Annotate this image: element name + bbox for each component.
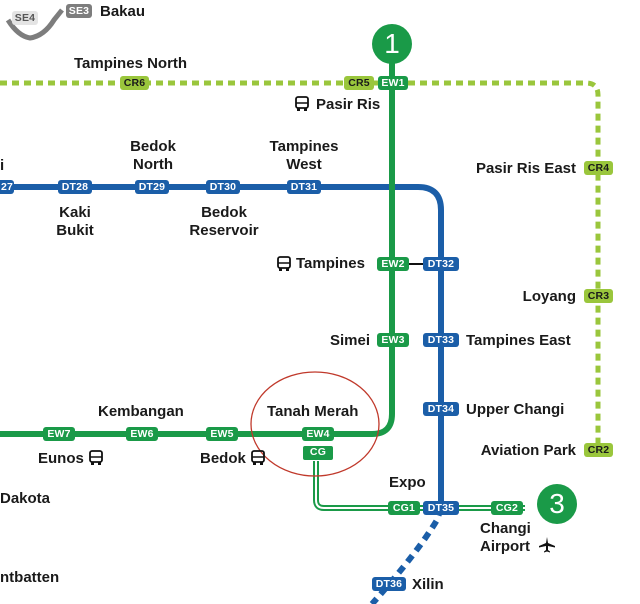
- station-name-tampines[interactable]: Tampines: [296, 255, 365, 272]
- cg-branch-inner: [315, 460, 525, 509]
- dt-line-extension: [369, 507, 444, 604]
- station-name-mountbatten[interactable]: ntbatten: [0, 569, 60, 586]
- station-code-cr6[interactable]: CR6: [120, 76, 149, 90]
- station-code-cr4[interactable]: CR4: [584, 161, 613, 175]
- bus-icon: [88, 450, 104, 471]
- line-3-marker: 3: [537, 484, 577, 524]
- station-code-dt27[interactable]: 27: [0, 180, 14, 194]
- station-code-cr5[interactable]: CR5: [344, 76, 374, 90]
- station-code-cg1[interactable]: CG1: [388, 501, 420, 515]
- station-name-tampines-west-1[interactable]: Tampines: [269, 138, 339, 155]
- dt-line: [0, 184, 444, 508]
- station-name-partial[interactable]: i: [0, 157, 5, 174]
- station-name-eunos[interactable]: Eunos: [38, 450, 84, 467]
- station-name-xilin[interactable]: Xilin: [412, 576, 444, 593]
- station-code-dt31[interactable]: DT31: [287, 180, 321, 194]
- station-code-cr2[interactable]: CR2: [584, 443, 613, 457]
- station-name-bakau[interactable]: Bakau: [100, 3, 146, 20]
- station-code-ew1[interactable]: EW1: [378, 76, 408, 90]
- station-name-simei[interactable]: Simei: [329, 332, 370, 349]
- bus-icon: [294, 96, 310, 117]
- cr-line: [0, 80, 601, 450]
- station-code-dt33[interactable]: DT33: [423, 333, 459, 347]
- station-name-upper-changi[interactable]: Upper Changi: [466, 401, 565, 418]
- station-name-aviation-park[interactable]: Aviation Park: [480, 442, 576, 459]
- station-name-bedok-north-1[interactable]: Bedok: [130, 138, 176, 155]
- station-code-ew4[interactable]: EW4: [302, 427, 334, 441]
- tanah-merah-highlight-circle: [250, 371, 380, 477]
- line-1-marker: 1: [372, 24, 412, 64]
- station-name-kaki-bukit-1[interactable]: Kaki: [59, 204, 91, 221]
- station-name-tampines-north[interactable]: Tampines North: [74, 55, 188, 72]
- station-code-ew2[interactable]: EW2: [377, 257, 409, 271]
- station-name-tampines-west-2[interactable]: West: [286, 156, 322, 173]
- station-name-kembangan[interactable]: Kembangan: [98, 403, 184, 420]
- station-name-bedok[interactable]: Bedok: [200, 450, 246, 467]
- station-code-cr3[interactable]: CR3: [584, 289, 613, 303]
- station-code-dt36[interactable]: DT36: [372, 577, 406, 591]
- station-name-pasir-ris[interactable]: Pasir Ris: [316, 96, 381, 113]
- station-code-ew3[interactable]: EW3: [377, 333, 409, 347]
- station-code-dt34[interactable]: DT34: [423, 402, 459, 416]
- station-name-bedok-reservoir-1[interactable]: Bedok: [201, 204, 247, 221]
- bus-icon: [250, 450, 266, 471]
- station-code-cg[interactable]: CG: [302, 445, 334, 461]
- station-name-kaki-bukit-2[interactable]: Bukit: [56, 222, 94, 239]
- station-name-changi-airport-2[interactable]: Airport: [480, 538, 530, 555]
- station-code-cg2[interactable]: CG2: [491, 501, 523, 515]
- station-code-ew5[interactable]: EW5: [206, 427, 238, 441]
- station-code-dt29[interactable]: DT29: [135, 180, 169, 194]
- station-name-loyang[interactable]: Loyang: [522, 288, 576, 305]
- station-code-ew7[interactable]: EW7: [43, 427, 75, 441]
- station-name-changi-airport-1[interactable]: Changi: [480, 520, 531, 537]
- station-name-bedok-reservoir-2[interactable]: Reservoir: [189, 222, 259, 239]
- station-code-dt32[interactable]: DT32: [423, 257, 459, 271]
- station-code-ew6[interactable]: EW6: [126, 427, 158, 441]
- station-name-expo[interactable]: Expo: [389, 474, 426, 491]
- station-code-se3[interactable]: SE3: [66, 4, 92, 18]
- station-code-dt30[interactable]: DT30: [206, 180, 240, 194]
- ew-line: [0, 48, 395, 437]
- station-name-dakota[interactable]: Dakota: [0, 490, 51, 507]
- se-lrt-line: [5, 8, 64, 41]
- station-code-dt35[interactable]: DT35: [423, 501, 459, 515]
- airplane-icon: [538, 536, 556, 559]
- station-name-pasir-ris-east[interactable]: Pasir Ris East: [475, 160, 576, 177]
- bus-icon: [276, 256, 292, 277]
- station-code-dt28[interactable]: DT28: [58, 180, 92, 194]
- station-code-se4[interactable]: SE4: [12, 11, 38, 25]
- station-name-bedok-north-2[interactable]: North: [133, 156, 173, 173]
- station-name-tanah-merah[interactable]: Tanah Merah: [267, 403, 359, 420]
- station-name-tampines-east[interactable]: Tampines East: [466, 332, 571, 349]
